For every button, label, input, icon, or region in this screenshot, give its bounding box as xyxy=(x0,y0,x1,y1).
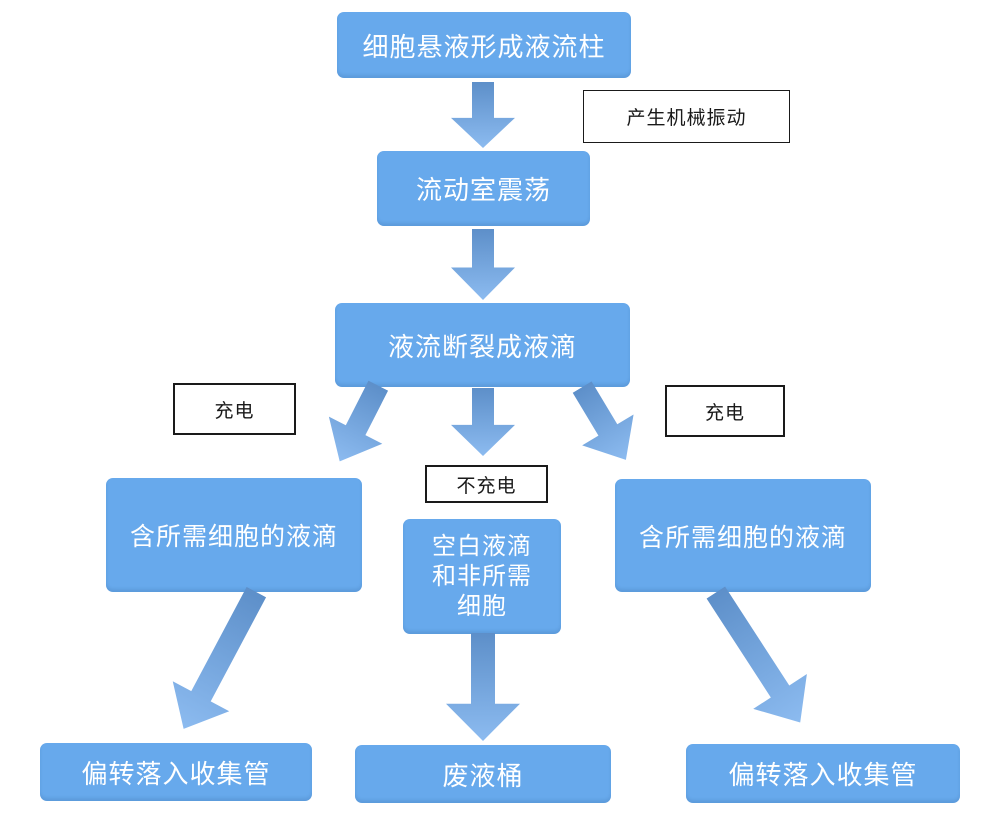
arrow-long-down-icon xyxy=(446,633,520,741)
node-deflect-into-collection-tube-right: 偏转落入收集管 xyxy=(686,744,960,803)
arrow-down-icon xyxy=(451,388,515,456)
label-text: 不充电 xyxy=(456,475,517,497)
node-cell-suspension-stream: 细胞悬液形成液流柱 xyxy=(337,12,631,78)
node-text-line: 和非所需 xyxy=(432,562,532,590)
label-no-charge: 不充电 xyxy=(425,465,548,503)
node-text: 空白液滴 和非所需 细胞 xyxy=(432,532,532,622)
node-deflect-into-collection-tube-left: 偏转落入收集管 xyxy=(40,743,312,801)
label-charge-left: 充电 xyxy=(173,383,296,435)
node-text: 含所需细胞的液滴 xyxy=(129,523,338,551)
node-text: 偏转落入收集管 xyxy=(728,760,918,790)
node-blank-droplets-unwanted-cells: 空白液滴 和非所需 细胞 xyxy=(403,519,561,634)
arrow-diagonal-down-right-icon xyxy=(556,372,651,476)
arrow-down-icon xyxy=(451,229,515,300)
node-droplets-with-desired-cells-right: 含所需细胞的液滴 xyxy=(615,479,871,592)
node-droplets-with-desired-cells-left: 含所需细胞的液滴 xyxy=(106,478,362,592)
label-charge-right: 充电 xyxy=(665,385,785,437)
node-text-line: 空白液滴 xyxy=(432,532,532,560)
node-waste-bucket: 废液桶 xyxy=(355,745,611,803)
arrow-diagonal-down-left-icon xyxy=(313,372,405,475)
node-text: 细胞悬液形成液流柱 xyxy=(362,31,606,62)
node-text: 含所需细胞的液滴 xyxy=(638,523,847,552)
node-text: 废液桶 xyxy=(442,760,524,791)
node-stream-breaks-into-droplets: 液流断裂成液滴 xyxy=(335,303,630,387)
node-text: 偏转落入收集管 xyxy=(81,758,271,789)
label-text: 充电 xyxy=(704,402,745,424)
node-text: 流动室震荡 xyxy=(415,175,551,205)
node-flow-chamber-oscillation: 流动室震荡 xyxy=(377,151,590,226)
arrow-long-diagonal-down-left-icon xyxy=(155,577,284,744)
label-text: 产生机械振动 xyxy=(626,108,747,129)
label-mechanical-vibration: 产生机械振动 xyxy=(583,90,790,143)
node-text: 液流断裂成液滴 xyxy=(387,331,577,362)
arrow-down-icon xyxy=(451,82,515,148)
label-text: 充电 xyxy=(214,400,255,422)
arrow-long-diagonal-down-right-icon xyxy=(689,575,827,740)
node-text-line: 细胞 xyxy=(457,592,507,620)
